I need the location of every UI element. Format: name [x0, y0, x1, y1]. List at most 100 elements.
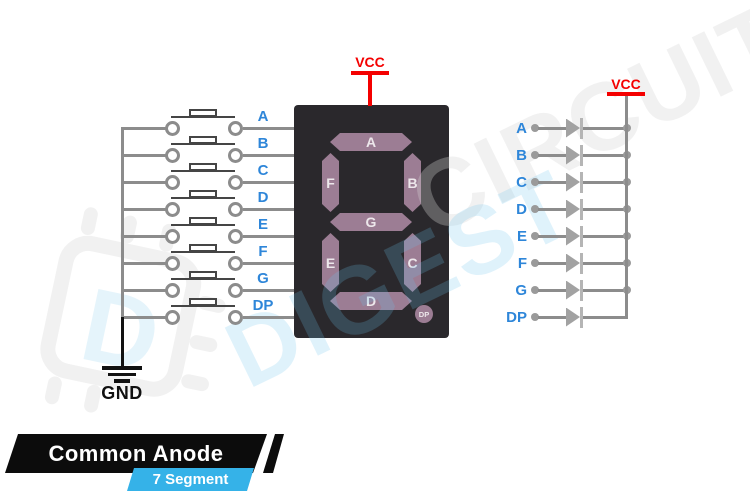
segment-b-label: B — [407, 174, 418, 191]
segment-g-label: G — [365, 214, 377, 230]
ground-label: GND — [101, 383, 143, 403]
switch-terminal-left-a — [164, 120, 180, 136]
segment-d: D — [330, 292, 412, 310]
pushbutton-bar-b — [171, 142, 235, 145]
switch-terminal-left-b — [164, 147, 180, 163]
subtitle-banner: 7 Segment — [127, 468, 254, 491]
display-pin-label-b: B — [257, 135, 269, 152]
display-vcc-wire — [368, 75, 372, 106]
pushbutton-cap-d — [189, 189, 217, 198]
switch-terminal-right-g — [227, 282, 243, 298]
diode-pin-label-d: D — [516, 200, 527, 218]
wire-to-diode-g — [537, 288, 567, 292]
diode-icon-c — [566, 172, 580, 192]
diode-anode-node-e — [531, 232, 539, 240]
pushbutton-bar-a — [171, 115, 235, 118]
switch-terminal-right-a — [227, 120, 243, 136]
wire-bus-to-switch-f — [122, 261, 166, 265]
wire-to-diode-d — [537, 207, 567, 211]
pushbutton-cap-dp — [189, 297, 217, 306]
segment-f-label: F — [326, 174, 335, 191]
pushbutton-bar-c — [171, 169, 235, 172]
diode-anode-node-a — [531, 124, 539, 132]
wire-diode-to-bus-f — [583, 261, 627, 265]
diode-anode-node-f — [531, 259, 539, 267]
wire-switch-to-display-c — [242, 180, 294, 184]
switch-terminal-right-b — [227, 147, 243, 163]
left-bus-wire — [120, 126, 124, 319]
segment-dp: DP — [415, 305, 433, 323]
wire-diode-to-bus-dp — [583, 315, 627, 319]
title-banner: Common Anode — [5, 434, 267, 473]
diode-cathode-bar-dp — [580, 306, 583, 328]
pushbutton-cap-e — [189, 216, 217, 225]
ground-symbol — [114, 379, 130, 383]
wire-diode-to-bus-a — [583, 126, 627, 130]
pushbutton-cap-b — [189, 135, 217, 144]
wire-bus-to-switch-a — [122, 126, 166, 130]
switch-terminal-right-e — [227, 228, 243, 244]
segment-a-label: A — [365, 134, 377, 150]
wire-to-diode-e — [537, 234, 567, 238]
switch-terminal-left-c — [164, 174, 180, 190]
chip-pin-icon — [79, 206, 100, 237]
pushbutton-bar-g — [171, 277, 235, 280]
rail-vcc-label: VCC — [611, 76, 641, 92]
switch-terminal-left-f — [164, 255, 180, 271]
diode-icon-g — [566, 280, 580, 300]
vcc-bus-wire — [624, 95, 628, 319]
ground-symbol — [102, 366, 142, 370]
diode-icon-a — [566, 118, 580, 138]
diode-cathode-bar-e — [580, 225, 583, 247]
segment-e-label: E — [325, 254, 336, 271]
wire-to-diode-b — [537, 153, 567, 157]
wire-to-diode-dp — [537, 315, 567, 319]
wire-switch-to-display-e — [242, 234, 294, 238]
diode-cathode-bar-f — [580, 252, 583, 274]
wire-bus-to-switch-d — [122, 207, 166, 211]
display-pin-label-c: C — [257, 162, 269, 179]
pushbutton-cap-c — [189, 162, 217, 171]
diode-icon-dp — [566, 307, 580, 327]
pushbutton-cap-a — [189, 108, 217, 117]
segment-g: G — [330, 213, 412, 231]
diode-icon-e — [566, 226, 580, 246]
wire-to-diode-f — [537, 261, 567, 265]
wire-to-diode-a — [537, 126, 567, 130]
diode-cathode-bar-b — [580, 144, 583, 166]
wire-diode-to-bus-d — [583, 207, 627, 211]
segment-a: A — [330, 133, 412, 151]
wire-switch-to-display-d — [242, 207, 294, 211]
diode-pin-label-dp: DP — [506, 308, 527, 326]
wire-bus-to-switch-b — [122, 153, 166, 157]
chip-pin-icon — [188, 333, 219, 354]
wire-bus-to-switch-g — [122, 288, 166, 292]
wire-switch-to-display-b — [242, 153, 294, 157]
wire-switch-to-display-f — [242, 261, 294, 265]
wire-bus-to-switch-c — [122, 180, 166, 184]
wire-diode-to-bus-g — [583, 288, 627, 292]
wire-to-diode-c — [537, 180, 567, 184]
title-main: Common Anode — [48, 440, 224, 466]
display-vcc-rail — [351, 71, 389, 75]
switch-terminal-left-dp — [164, 309, 180, 325]
pushbutton-bar-d — [171, 196, 235, 199]
diode-cathode-bar-g — [580, 279, 583, 301]
diode-pin-label-f: F — [517, 254, 527, 272]
diode-pin-label-b: B — [516, 146, 527, 164]
segment-f: F — [322, 153, 339, 212]
diode-pin-label-g: G — [515, 281, 527, 299]
chip-pin-icon — [179, 372, 211, 393]
display-pin-label-dp: DP — [252, 297, 274, 314]
ground-symbol — [108, 372, 136, 376]
switch-terminal-right-c — [227, 174, 243, 190]
chip-pin-icon — [43, 375, 64, 406]
diode-anode-node-c — [531, 178, 539, 186]
pushbutton-cap-g — [189, 270, 217, 279]
switch-terminal-left-g — [164, 282, 180, 298]
diode-icon-d — [566, 199, 580, 219]
watermark-chip-logo: D — [0, 202, 265, 462]
title-banner-tail — [263, 434, 284, 473]
ground-wire — [120, 317, 124, 367]
diode-pin-label-a: A — [516, 119, 527, 137]
